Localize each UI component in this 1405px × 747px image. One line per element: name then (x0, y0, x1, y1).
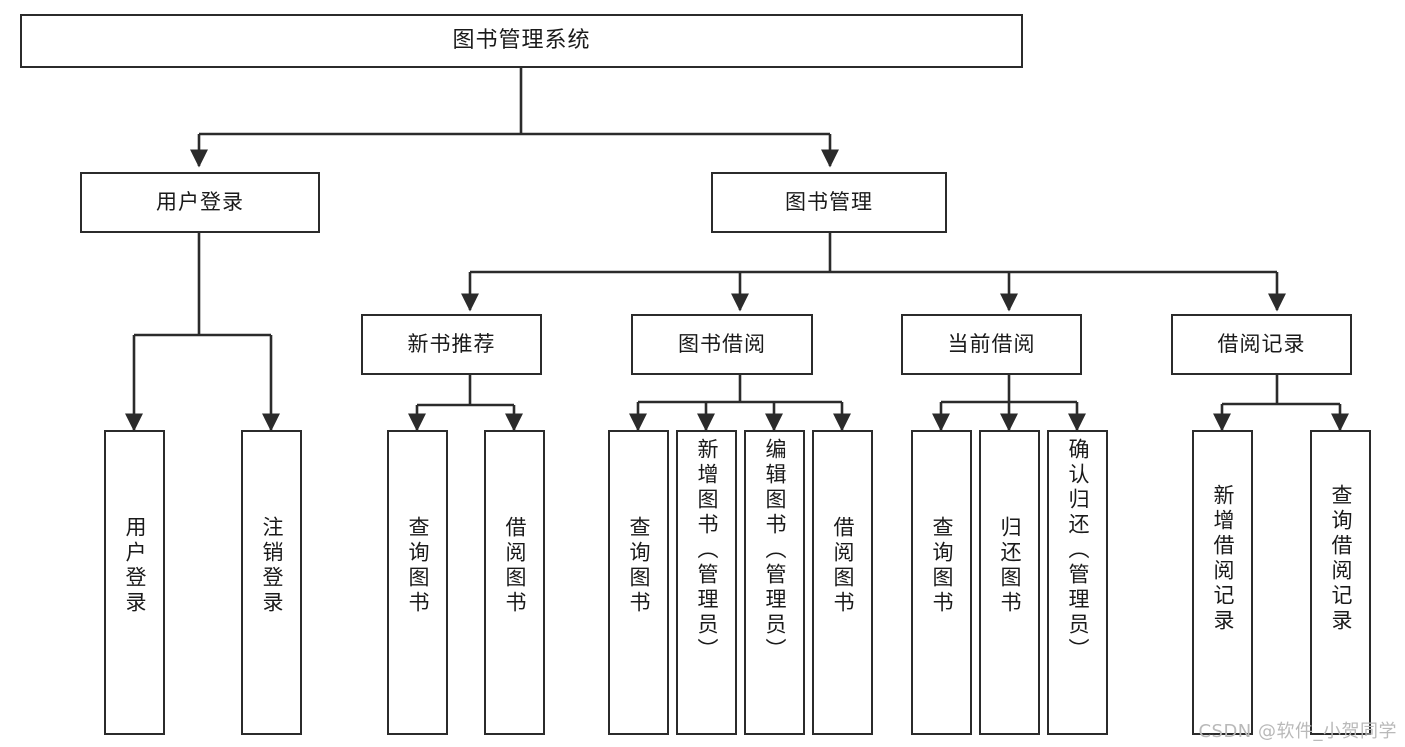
node-leaf-rec-add-label: 新增借阅记录 (1211, 484, 1235, 634)
node-borrow-record[interactable]: 借阅记录 (1171, 314, 1352, 375)
node-leaf-rec-query2-label: 查询借阅记录 (1329, 484, 1353, 634)
node-leaf-cur-confirm-label: 确认归还（管理员） (1066, 438, 1090, 663)
node-leaf-rec-query-label: 查询图书 (406, 516, 430, 616)
node-book-borrow[interactable]: 图书借阅 (631, 314, 813, 375)
node-leaf-borrow-add-label: 新增图书（管理员） (695, 438, 719, 663)
node-leaf-user-login-label: 用户登录 (123, 516, 147, 616)
node-leaf-user-logout[interactable]: 注销登录 (241, 430, 302, 735)
node-leaf-rec-query[interactable]: 查询图书 (387, 430, 448, 735)
csdn-watermark: CSDN @软件_小贺同学 (1198, 721, 1397, 742)
node-leaf-cur-confirm[interactable]: 确认归还（管理员） (1047, 430, 1108, 735)
node-leaf-borrow-query-label: 查询图书 (627, 516, 651, 616)
node-leaf-rec-borrow[interactable]: 借阅图书 (484, 430, 545, 735)
node-leaf-cur-return[interactable]: 归还图书 (979, 430, 1040, 735)
node-leaf-borrow-lend-label: 借阅图书 (831, 516, 855, 616)
node-leaf-rec-add[interactable]: 新增借阅记录 (1192, 430, 1253, 735)
node-book-borrow-label: 图书借阅 (678, 332, 766, 357)
node-root[interactable]: 图书管理系统 (20, 14, 1023, 68)
node-leaf-rec-query2[interactable]: 查询借阅记录 (1310, 430, 1371, 735)
node-leaf-borrow-add[interactable]: 新增图书（管理员） (676, 430, 737, 735)
node-leaf-user-login[interactable]: 用户登录 (104, 430, 165, 735)
node-book-manage-label: 图书管理 (785, 190, 873, 215)
node-leaf-borrow-edit[interactable]: 编辑图书（管理员） (744, 430, 805, 735)
node-new-book-rec-label: 新书推荐 (407, 332, 496, 357)
node-book-manage[interactable]: 图书管理 (711, 172, 947, 233)
node-leaf-user-logout-label: 注销登录 (260, 516, 284, 616)
node-leaf-cur-query[interactable]: 查询图书 (911, 430, 972, 735)
node-leaf-cur-return-label: 归还图书 (998, 516, 1022, 616)
node-borrow-record-label: 借阅记录 (1217, 332, 1306, 357)
node-leaf-cur-query-label: 查询图书 (930, 516, 954, 616)
node-leaf-borrow-query[interactable]: 查询图书 (608, 430, 669, 735)
node-current-borrow[interactable]: 当前借阅 (901, 314, 1082, 375)
node-root-label: 图书管理系统 (452, 28, 591, 54)
node-new-book-rec[interactable]: 新书推荐 (361, 314, 542, 375)
node-user-login-label: 用户登录 (156, 190, 244, 215)
node-leaf-borrow-lend[interactable]: 借阅图书 (812, 430, 873, 735)
node-user-login[interactable]: 用户登录 (80, 172, 320, 233)
node-current-borrow-label: 当前借阅 (947, 332, 1036, 357)
node-leaf-rec-borrow-label: 借阅图书 (503, 516, 527, 616)
node-leaf-borrow-edit-label: 编辑图书（管理员） (763, 438, 787, 663)
